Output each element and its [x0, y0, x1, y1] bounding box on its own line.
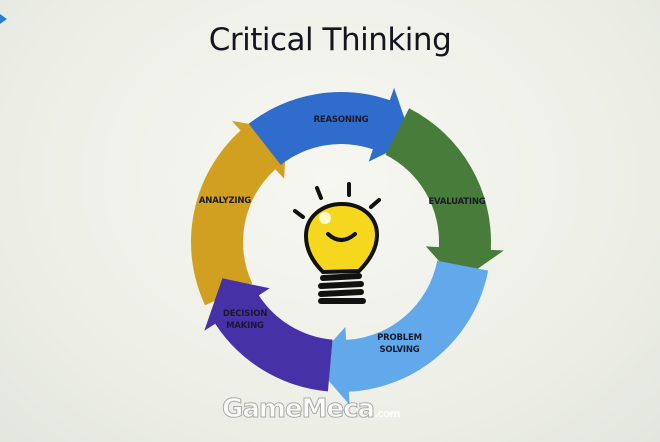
slide-title: Critical Thinking [208, 22, 452, 58]
cycle-arrow-decision-making [204, 278, 333, 392]
watermark: GameMeca.com [221, 394, 400, 425]
bullet-marker-icon [0, 14, 7, 24]
cycle-arrow-evaluating [385, 108, 504, 283]
cycle-label-decision-making: DECISION MAKING [222, 309, 268, 331]
cycle-arrow-reasoning [248, 87, 413, 165]
cycle-label-reasoning: REASONING [313, 115, 369, 125]
cycle-label-problem-solving: PROBLEM SOLVING [377, 333, 422, 355]
cycle-label-analyzing: ANALYZING [198, 196, 252, 206]
cycle-arrow-analyzing [191, 120, 287, 306]
cycle-arrow-problem-solving [313, 260, 489, 405]
cycle-label-evaluating: EVALUATING [428, 197, 486, 207]
lightbulb-icon [293, 182, 381, 304]
